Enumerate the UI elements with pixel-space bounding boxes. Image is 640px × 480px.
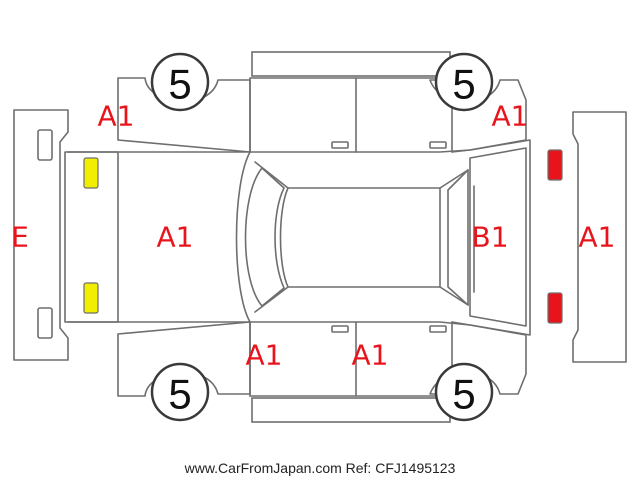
tire-tread-value: 5: [168, 371, 191, 418]
code-rear-bumper: A1: [579, 221, 616, 254]
right-side-panels: [117, 321, 527, 423]
front-left-lamp: [83, 157, 99, 189]
code-trunk: B1: [471, 221, 508, 254]
rear-left-lamp: [547, 149, 563, 181]
car-body-outline: [64, 139, 531, 336]
rear-right-lamp: [547, 292, 563, 324]
tire-front-left: 5: [150, 52, 210, 112]
tire-tread-value: 5: [452, 61, 475, 108]
footer-reference: www.CarFromJapan.com Ref: CFJ1495123: [184, 460, 456, 476]
code-right-front-door: A1: [246, 339, 283, 372]
rear-bumper: [572, 111, 627, 363]
tire-front-right: 5: [150, 362, 210, 422]
tire-tread-value: 5: [168, 61, 191, 108]
code-front-bumper: E: [11, 221, 29, 254]
code-front-left-fender: A1: [98, 100, 135, 133]
code-right-rear-door: A1: [352, 339, 389, 372]
front-right-lamp: [83, 282, 99, 314]
tire-tread-value: 5: [452, 371, 475, 418]
code-hood: A1: [157, 221, 194, 254]
front-bumper: [13, 109, 69, 361]
tire-rear-right: 5: [434, 362, 494, 422]
code-rear-left-fender: A1: [492, 100, 529, 133]
tire-rear-left: 5: [434, 52, 494, 112]
